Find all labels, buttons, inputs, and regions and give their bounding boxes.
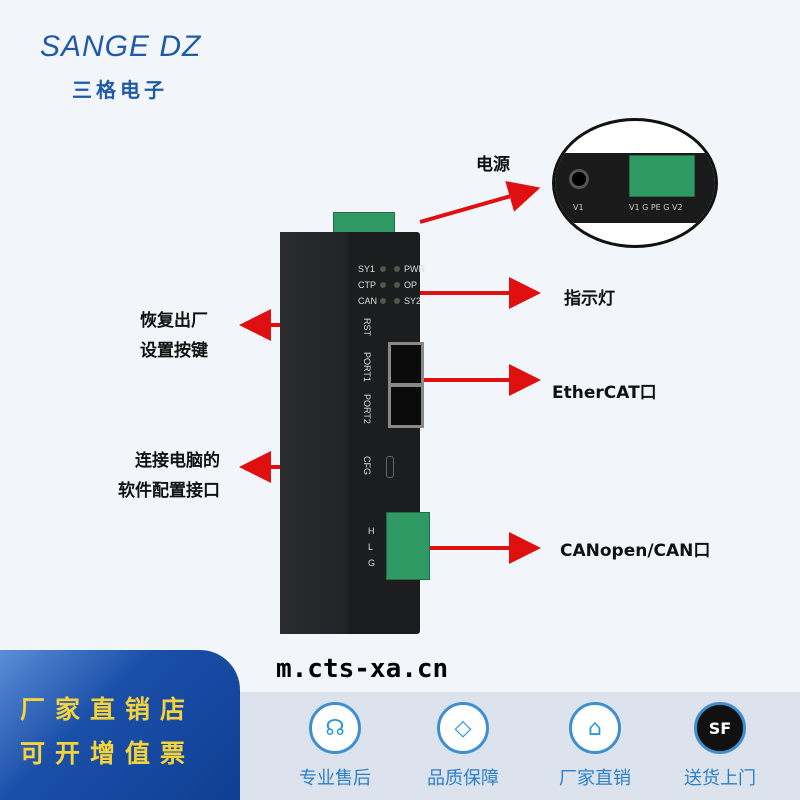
feature-factory-direct: ⌂ 厂家直销 <box>550 702 640 790</box>
led-label-sy1: SY1 <box>358 264 376 274</box>
usb-config-port[interactable] <box>386 456 394 478</box>
power-inset: V1 V1 G PE G V2 <box>552 118 718 248</box>
led-label-pwr: PWR <box>404 264 425 274</box>
feature-label: 品质保障 <box>427 768 499 789</box>
diamond-icon: ◇ <box>437 702 489 754</box>
can-pin-h: H <box>368 526 375 536</box>
watermark: m.cts-xa.cn <box>276 654 449 684</box>
label-reset-line2: 设置按键 <box>140 341 208 361</box>
dc-jack-icon <box>569 169 589 189</box>
feature-after-sales: ☊ 专业售后 <box>290 702 380 790</box>
label-reset-line1: 恢复出厂 <box>140 311 208 331</box>
led <box>394 282 400 288</box>
gateway-device: SY1 CTP CAN PWR OP SY2 RST PORT1 PORT2 C… <box>280 232 430 634</box>
power-terminal <box>629 155 695 197</box>
brand-logo: SANGE DZ <box>40 30 202 63</box>
cfg-label: CFG <box>362 456 372 475</box>
led <box>380 298 386 304</box>
led-label-can: CAN <box>358 296 378 306</box>
sf-express-icon: SF <box>694 702 746 754</box>
brand-chinese: 三格电子 <box>72 78 168 102</box>
led <box>380 266 386 272</box>
feature-label: 送货上门 <box>684 768 756 789</box>
inset-v1: V1 <box>573 203 584 212</box>
label-config: 连接电脑的软件配置接口 <box>118 446 220 506</box>
label-config-line2: 软件配置接口 <box>118 481 220 501</box>
promo-banner: 厂家直销店 可开增值票 <box>0 650 240 800</box>
label-config-line1: 连接电脑的 <box>135 451 220 471</box>
can-pin-g: G <box>368 558 376 568</box>
rst-label: RST <box>362 318 372 336</box>
feature-label: 专业售后 <box>299 768 371 789</box>
feature-delivery: SF 送货上门 <box>675 702 765 790</box>
feature-quality: ◇ 品质保障 <box>418 702 508 790</box>
can-terminal <box>386 512 430 580</box>
arrow-power <box>419 181 541 224</box>
label-indicator: 指示灯 <box>564 289 615 309</box>
label-canopen: CANopen/CAN口 <box>560 541 711 561</box>
led-label-ctp: CTP <box>358 280 376 290</box>
house-icon: ⌂ <box>569 702 621 754</box>
can-pin-l: L <box>368 542 374 552</box>
feature-label: 厂家直销 <box>559 768 631 789</box>
led <box>380 282 386 288</box>
inset-pins: V1 G PE G V2 <box>629 203 683 212</box>
ethernet-port-1[interactable] <box>388 342 424 386</box>
led-label-sy2: SY2 <box>404 296 422 306</box>
port1-label: PORT1 <box>362 352 372 382</box>
label-power: 电源 <box>476 155 510 175</box>
label-ethercat: EtherCAT口 <box>552 383 657 403</box>
headset-icon: ☊ <box>309 702 361 754</box>
led-label-op: OP <box>404 280 418 290</box>
port2-label: PORT2 <box>362 394 372 424</box>
label-reset: 恢复出厂设置按键 <box>140 306 208 366</box>
banner-line1: 厂家直销店 <box>20 695 196 724</box>
ethernet-port-2[interactable] <box>388 384 424 428</box>
led <box>394 298 400 304</box>
led <box>394 266 400 272</box>
banner-line2: 可开增值票 <box>20 739 196 768</box>
